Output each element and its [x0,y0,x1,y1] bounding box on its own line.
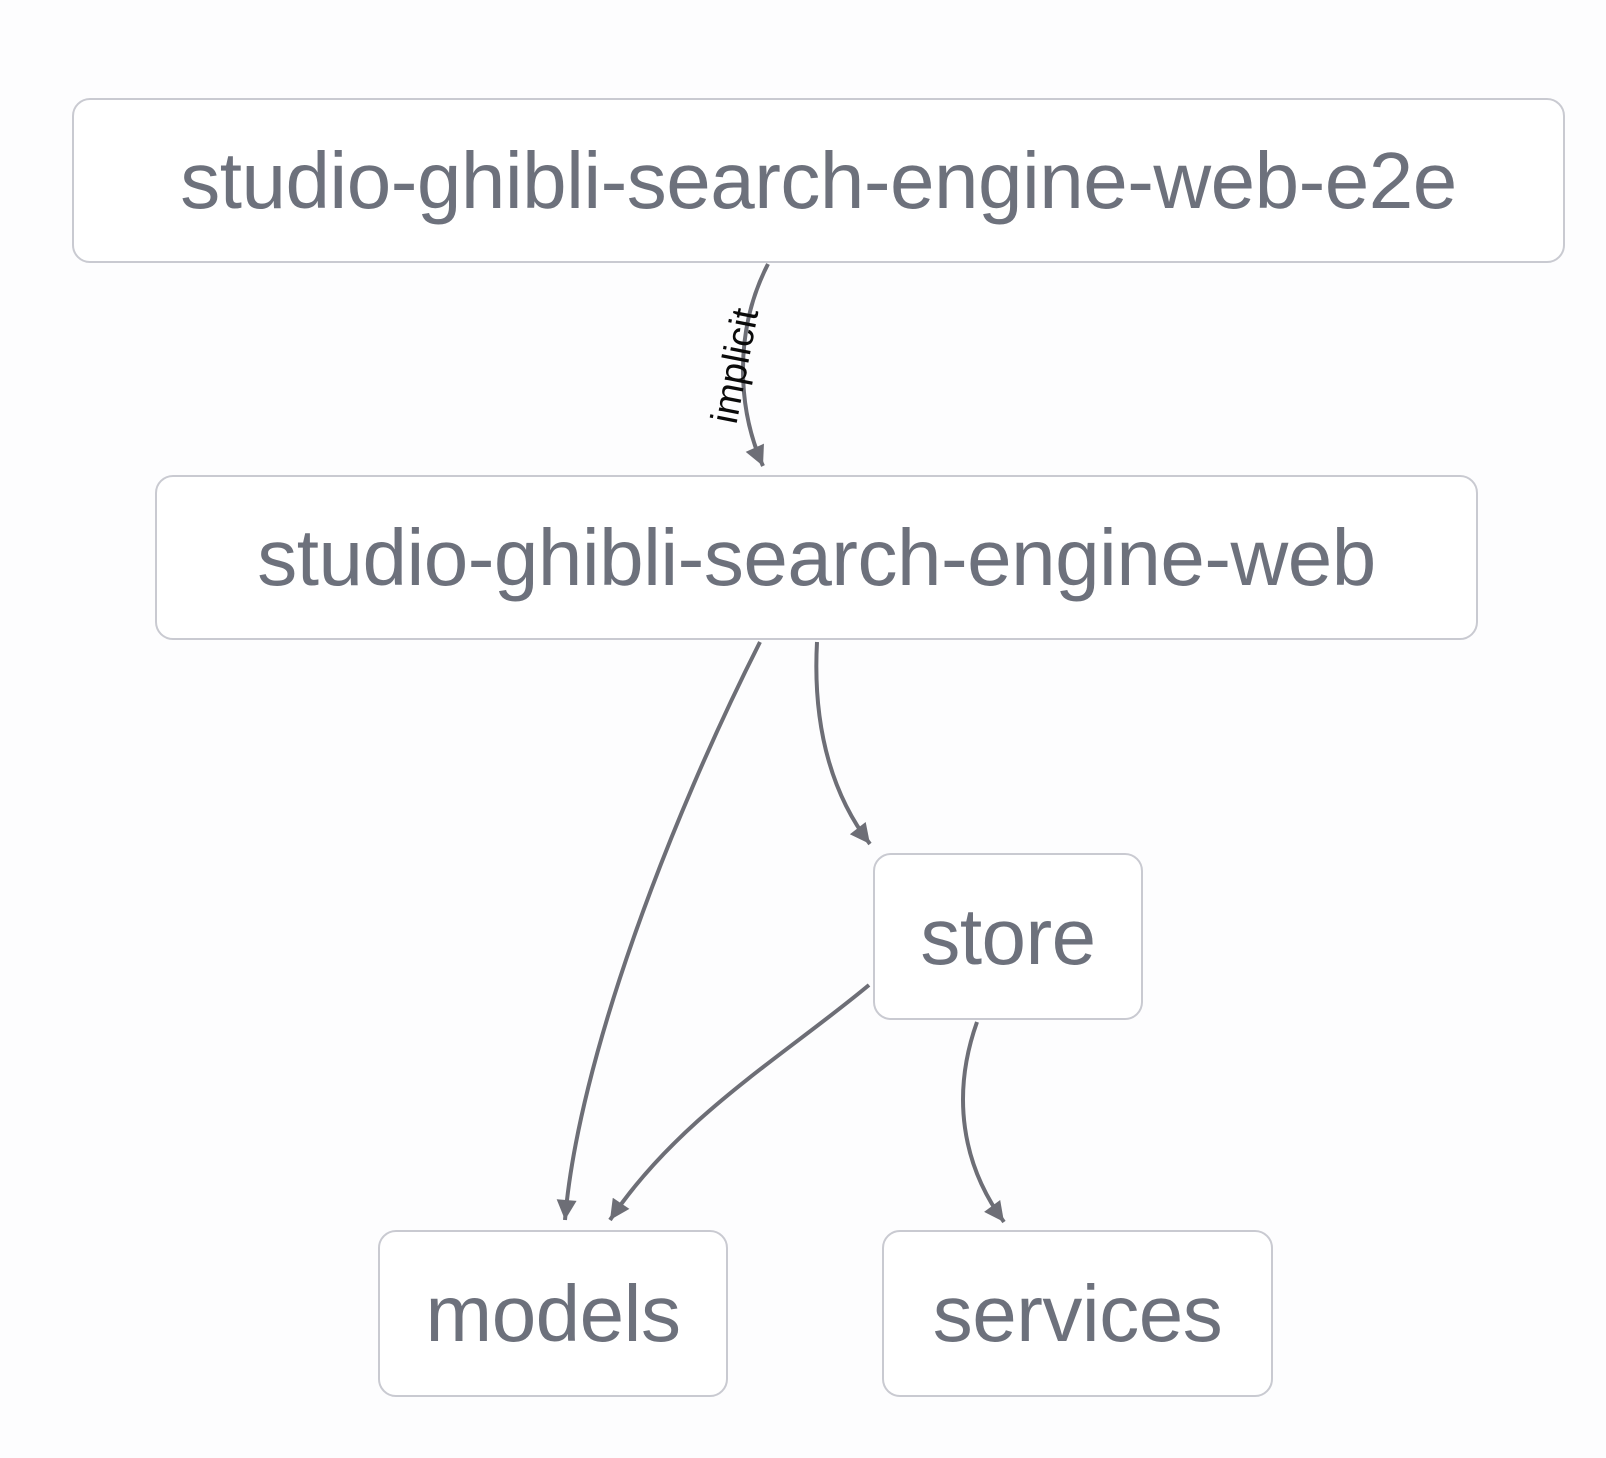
node-services[interactable]: services [882,1230,1273,1397]
node-store[interactable]: store [873,853,1143,1020]
node-label: store [920,891,1096,981]
node-label: services [932,1268,1223,1358]
edge-label-implicit: implicit [703,304,768,427]
node-label: models [425,1268,681,1358]
edge-web-to-store [814,641,872,846]
edge-store-to-services [961,1021,1006,1224]
edge-store-to-models [608,983,871,1222]
node-models[interactable]: models [378,1230,728,1397]
node-label: studio-ghibli-search-engine-web [257,512,1376,602]
node-studio-ghibli-search-engine-web[interactable]: studio-ghibli-search-engine-web [155,475,1478,640]
edge-web-to-models [556,641,762,1221]
node-studio-ghibli-search-engine-web-e2e[interactable]: studio-ghibli-search-engine-web-e2e [72,98,1565,263]
node-label: studio-ghibli-search-engine-web-e2e [180,135,1457,225]
